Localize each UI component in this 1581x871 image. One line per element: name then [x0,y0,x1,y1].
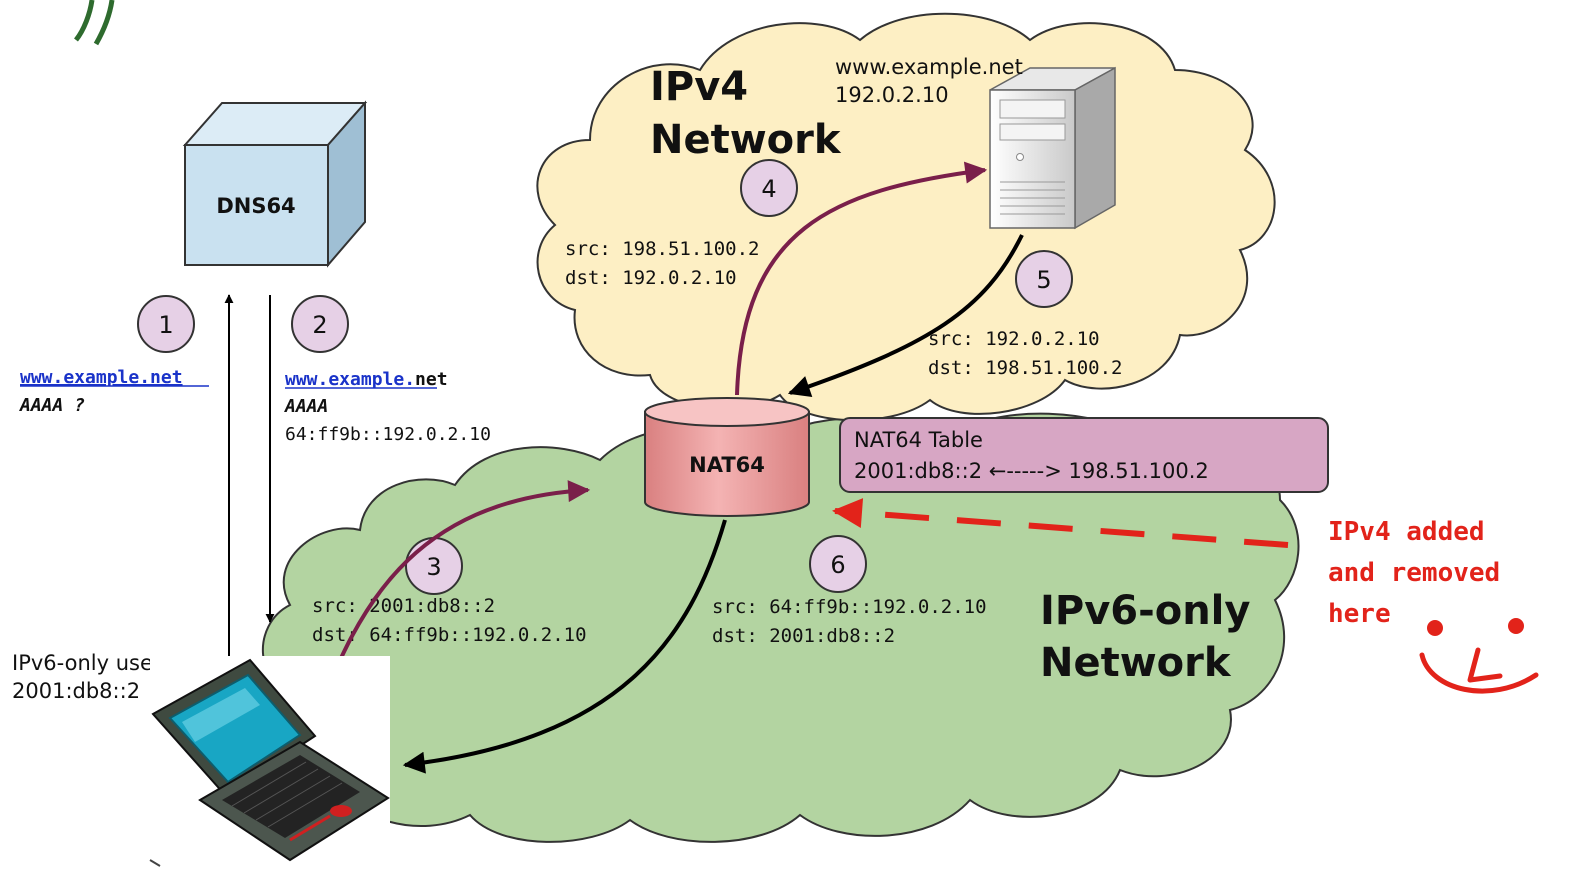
annotation-arrow [832,498,1289,548]
answer-address: 64:ff9b::192.0.2.10 [285,424,491,445]
packet3-dst: dst: 64:ff9b::192.0.2.10 [312,624,587,646]
step-1: 1 [137,295,195,353]
path-step5-arrow [787,234,1024,397]
path-step4-arrow [735,161,988,396]
nat64-table: NAT64 Table 2001:db8::2 ←-----> 198.51.1… [839,417,1329,493]
nat64-table-title: NAT64 Table [854,428,983,452]
svg-text:3: 3 [426,553,441,581]
packet5-dst: dst: 198.51.100.2 [928,357,1122,379]
ipv4-cloud-label-2: Network [650,117,842,163]
packet6-src: src: 64:ff9b::192.0.2.10 [712,596,987,618]
answer-type: AAAA [284,396,328,417]
annotation-line-1: IPv4 added [1328,517,1485,547]
web-server [989,66,1116,230]
query-hostname-link[interactable]: www.example.net [20,367,183,388]
annotation-line-2: and removed [1328,558,1500,588]
step-4: 4 [740,159,798,217]
step-6: 6 [809,535,867,593]
ipv6-cloud [261,412,1300,843]
nat64-gateway: NAT64 [644,397,810,517]
ipv4-cloud-label-1: IPv4 [650,64,748,110]
dns64-server: DNS64 [182,100,368,268]
smiley-icon [1419,618,1539,694]
server-hostname: www.example.net [835,55,1023,79]
dns64-label: DNS64 [216,194,295,218]
packet5-src: src: 192.0.2.10 [928,328,1100,350]
svg-text:2: 2 [312,311,327,339]
corner-fragment [73,0,115,46]
ipv6-cloud-label-2: Network [1040,640,1232,686]
annotation-line-3: here [1328,599,1391,629]
laptop-icon [149,656,390,868]
step-3: 3 [405,537,463,595]
query-type: AAAA ? [19,395,85,416]
packet4-dst: dst: 192.0.2.10 [565,267,737,289]
step-2: 2 [291,295,349,353]
packet4-src: src: 198.51.100.2 [565,238,759,260]
ipv6-cloud-label-1: IPv6-only [1040,588,1250,634]
user-label-2: 2001:db8::2 [12,679,140,703]
packet6-dst: dst: 2001:db8::2 [712,625,895,647]
svg-text:5: 5 [1036,266,1051,294]
svg-text:1: 1 [158,311,173,339]
nat64-label: NAT64 [689,453,765,477]
nat64-table-row: 2001:db8::2 ←-----> 198.51.100.2 [854,459,1209,483]
svg-text:6: 6 [830,551,845,579]
server-address: 192.0.2.10 [835,83,949,107]
path-step6-arrow [402,519,727,774]
svg-text:4: 4 [761,175,776,203]
step-5: 5 [1015,250,1073,308]
user-label-1: IPv6-only user [12,651,162,675]
answer-hostname: www.example.net [285,369,448,390]
packet3-src: src: 2001:db8::2 [312,595,495,617]
